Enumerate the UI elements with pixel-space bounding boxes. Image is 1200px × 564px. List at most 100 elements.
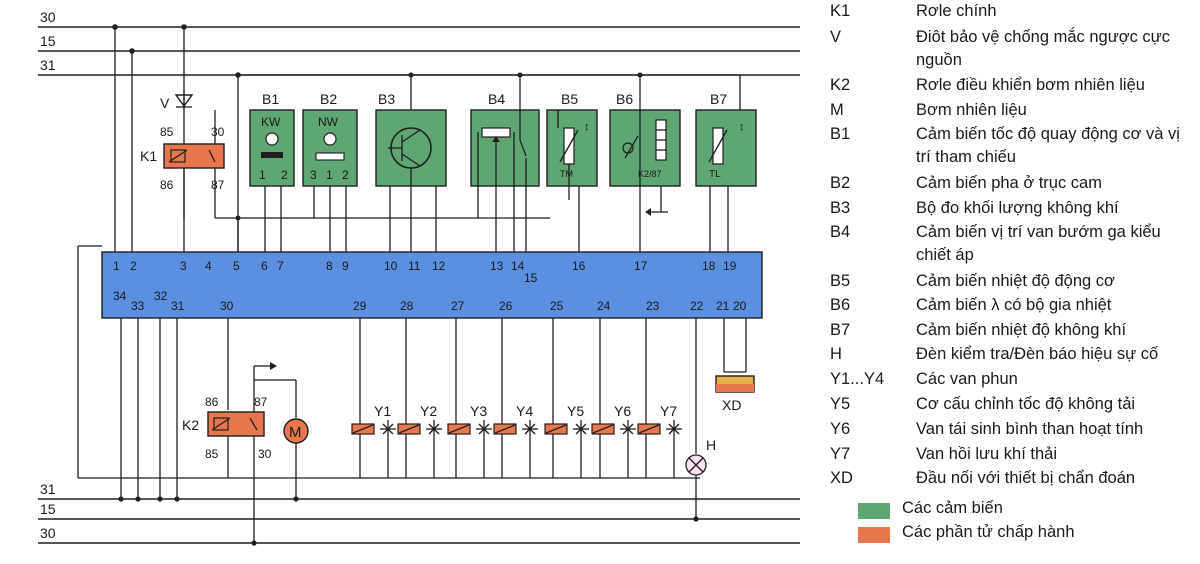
wiring-diagram: 30 15 31 31 15 30 V 85 30 86 87 K1 (38, 9, 800, 546)
injector-y1: Y1 (351, 318, 396, 478)
relay-k1-body (163, 143, 225, 169)
legend-code: B7 (830, 321, 851, 339)
ecu-pin-bottom-34: 34 (113, 289, 127, 303)
bus-label-31-top: 31 (40, 57, 56, 73)
legend-desc: Van hồi lưu khí thải (916, 445, 1057, 463)
ecu-pin-top-1: 1 (113, 259, 120, 273)
ecu-pin-bottom-32: 32 (154, 289, 168, 303)
ecu-pin-top-13: 13 (490, 259, 504, 273)
ecu-pin-bottom-29: 29 (353, 299, 367, 313)
legend-desc: Cảm biến pha ở trục cam (916, 174, 1102, 192)
ecu-box (101, 251, 763, 319)
legend-desc: Rơle chính (916, 2, 997, 20)
injector-y5: Y5 (544, 318, 589, 478)
relay-k2-body (207, 411, 265, 437)
injector-label-y5: Y5 (567, 403, 584, 419)
bus-label-30-top: 30 (40, 9, 56, 25)
diagnostic-connector-xd: XD (715, 318, 755, 413)
color-key-row: Các phần tử chấp hành (828, 524, 1200, 548)
ecu-pin-top-18: 18 (702, 259, 716, 273)
injector-label-y4: Y4 (516, 403, 533, 419)
ecu-pin-bottom-33: 33 (131, 299, 145, 313)
b2-label: B2 (320, 91, 337, 107)
b2-pin-2: 2 (342, 168, 349, 182)
ecu-pin-top-5: 5 (233, 259, 240, 273)
k1-label: K1 (140, 148, 157, 164)
ecu-pin-bottom-20: 20 (733, 299, 747, 313)
k2-label: K2 (182, 417, 199, 433)
injector-y7: Y7 (637, 318, 682, 478)
injector-y2: Y2 (397, 318, 442, 478)
injector-label-y2: Y2 (420, 403, 437, 419)
ecu-pin-top-14: 14 (511, 259, 525, 273)
k1-pin-30: 30 (211, 125, 225, 139)
injector-y4: Y4 (493, 318, 538, 478)
ecu-pin-top-17: 17 (634, 259, 648, 273)
ecu-pin-bottom-30: 30 (220, 299, 234, 313)
legend-desc: Cảm biến λ có bộ gia nhiệt (916, 296, 1112, 314)
b2-tag: NW (318, 115, 339, 129)
k2-pin-86: 86 (205, 395, 219, 409)
ecu-pin-top-3: 3 (180, 259, 187, 273)
legend-desc: Đèn kiểm tra/Đèn báo hiệu sự cố (916, 345, 1159, 363)
b3-label: B3 (378, 91, 395, 107)
sensor-b7-body (695, 109, 757, 187)
legend-code: B3 (830, 199, 851, 217)
sensor-b4: B4 (470, 91, 540, 252)
legend-desc: Các van phun (916, 370, 1018, 388)
b6-label: B6 (616, 91, 633, 107)
k1-pin-85: 85 (160, 125, 174, 139)
b5-arrows: ↕ (584, 121, 590, 133)
injector-label-y7: Y7 (660, 403, 677, 419)
ecu-pin-bottom-21: 21 (716, 299, 730, 313)
legend-code: K1 (830, 2, 851, 20)
legend-code: V (830, 28, 842, 46)
ecu-pin-top-15: 15 (524, 271, 538, 285)
b1-label: B1 (262, 91, 279, 107)
relay-k2: 86 87 85 30 K2 (182, 362, 297, 543)
legend-code: K2 (830, 76, 851, 94)
b2-pin-3: 3 (310, 168, 317, 182)
color-key-label: Các phần tử chấp hành (902, 523, 1075, 541)
injector-label-y1: Y1 (374, 403, 391, 419)
b1-pin-2: 2 (281, 168, 288, 182)
legend-code: B5 (830, 272, 851, 290)
b1-tag: KW (261, 115, 281, 129)
legend-code: Y7 (830, 445, 851, 463)
b5-tag: TM (560, 169, 573, 179)
color-key-swatch (858, 527, 890, 543)
ecu-pin-top-10: 10 (384, 259, 398, 273)
xd-label: XD (722, 397, 741, 413)
bus-label-30-bottom: 30 (40, 525, 56, 541)
ecu-pin-top-16: 16 (572, 259, 586, 273)
ecu-pin-top-2: 2 (130, 259, 137, 273)
legend-code: Y6 (830, 420, 851, 438)
legend-desc: Cơ cấu chỉnh tốc độ không tải (916, 395, 1136, 413)
k2-pin-30: 30 (258, 447, 272, 461)
ecu-pin-bottom-22: 22 (690, 299, 704, 313)
legend-desc: Van tái sinh bình than hoạt tính (916, 420, 1144, 438)
ecu-pin-bottom-24: 24 (597, 299, 611, 313)
legend-code: B6 (830, 296, 851, 314)
b2-pin-1: 1 (326, 168, 333, 182)
legend-desc: Cảm biến tốc độ quay động cơ và vị trí t… (916, 125, 1180, 166)
legend-desc: Đầu nối với thiết bị chẩn đoán (916, 469, 1136, 487)
b6-tag: K2/87 (638, 169, 662, 179)
color-key-swatch (858, 503, 890, 519)
legend-desc: Cảm biến nhiệt độ không khí (916, 321, 1127, 339)
color-key-row: Các cảm biến (828, 500, 1200, 524)
legend-code: B1 (830, 125, 851, 143)
legend-code: H (830, 345, 842, 363)
sensor-b6: B6 K2/87 (609, 91, 681, 252)
ecu-pin-bottom-25: 25 (550, 299, 564, 313)
ecu-pin-top-9: 9 (342, 259, 349, 273)
fuel-pump: M (283, 418, 309, 502)
legend-code: Y5 (830, 395, 851, 413)
ecu-pin-bottom-26: 26 (499, 299, 513, 313)
ecu-pin-bottom-28: 28 (400, 299, 414, 313)
legend-desc: Cảm biến vị trí van bướm ga kiểu chiết á… (916, 223, 1161, 264)
injector-y3: Y3 (447, 318, 492, 478)
